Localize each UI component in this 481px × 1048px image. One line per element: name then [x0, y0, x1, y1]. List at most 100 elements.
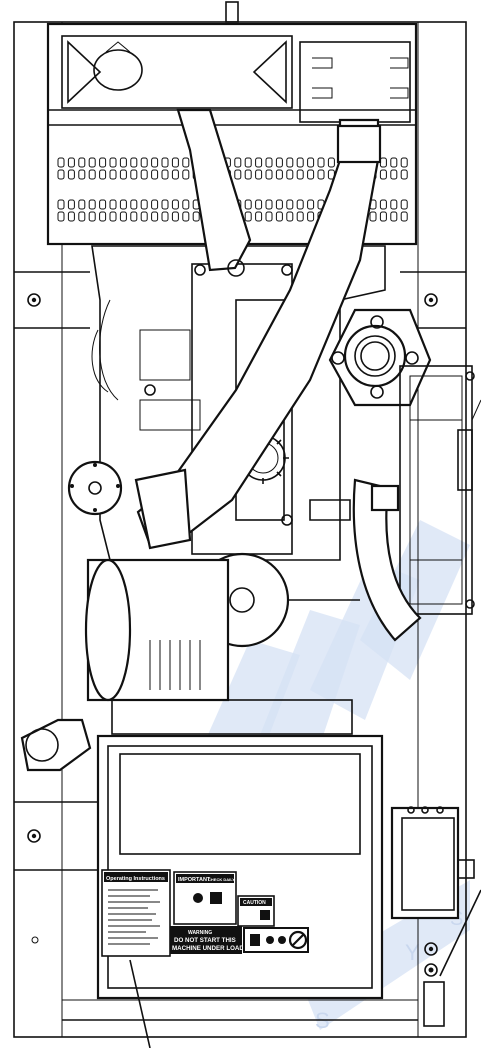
grille-slot: [296, 157, 304, 168]
pictogram-strip: [243, 927, 309, 953]
grille-slot: [78, 199, 86, 210]
grille-slot: [140, 199, 148, 210]
grille-slot: [171, 169, 179, 180]
grille-slot: [130, 211, 138, 222]
grille-slot: [119, 211, 127, 222]
grille-slot: [109, 211, 117, 222]
grille-slot: [234, 157, 242, 168]
grille-slot: [140, 211, 148, 222]
grille-slot: [140, 169, 148, 180]
grille-slot: [57, 211, 65, 222]
important-decal: IMPORTANT CHECK DAILY: [173, 871, 237, 925]
alternator: [84, 558, 353, 735]
grille-slot: [57, 169, 65, 180]
control-box: [390, 806, 475, 920]
grille-slot: [99, 211, 107, 222]
grille-slot: [192, 211, 200, 222]
grille-slot: [255, 211, 263, 222]
grille-slot: [265, 157, 273, 168]
grille-slot: [379, 169, 387, 180]
right-bracket: [399, 365, 481, 615]
warning-decal: WARNING DO NOT START THIS MACHINE UNDER …: [170, 926, 244, 954]
warning-title: WARNING: [188, 930, 212, 936]
grille-slot: [307, 169, 315, 180]
grille-slot: [390, 157, 398, 168]
grille-slot: [67, 211, 75, 222]
grille-slot: [151, 211, 159, 222]
mounting-hole-left-top: [27, 293, 41, 307]
throttle-flange: [328, 308, 432, 407]
grille-slot: [109, 169, 117, 180]
grille-slot: [327, 157, 335, 168]
grille-slot: [296, 169, 304, 180]
grille-slot: [171, 211, 179, 222]
grille-slot: [379, 211, 387, 222]
mounting-hole-right-top: [424, 293, 438, 307]
grille-slot: [307, 157, 315, 168]
serial-plate: [423, 981, 445, 1027]
grille-slot: [57, 199, 65, 210]
grille-slot: [67, 157, 75, 168]
grille-slot: [275, 169, 283, 180]
caution-title: CAUTION: [243, 900, 266, 906]
grille-slot: [275, 199, 283, 210]
grille-slot: [317, 157, 325, 168]
warning-line-2: MACHINE UNDER LOAD: [172, 945, 244, 952]
grille-slot: [119, 199, 127, 210]
grille-slot: [99, 169, 107, 180]
grille-slot: [296, 199, 304, 210]
watermark-letter-2: Y: [405, 940, 420, 965]
grille-slot: [400, 199, 408, 210]
small-hole-left: [31, 936, 39, 944]
grille-slot: [67, 199, 75, 210]
generator-housing: [96, 734, 384, 1000]
grille-slot: [400, 169, 408, 180]
oil-filter: [20, 718, 92, 772]
grille-slot: [265, 199, 273, 210]
grille-slot: [119, 157, 127, 168]
grille-slot: [67, 169, 75, 180]
grille-slot: [161, 169, 169, 180]
grille-slot: [275, 157, 283, 168]
grille-slot: [151, 199, 159, 210]
grille-slot: [255, 157, 263, 168]
operating-instructions-title: Operating Instructions: [106, 876, 165, 882]
mounting-hole-left-bottom: [27, 829, 41, 843]
grille-slot: [88, 157, 96, 168]
grille-slot: [265, 211, 273, 222]
grille-slot: [265, 169, 273, 180]
grille-slot: [390, 211, 398, 222]
grille-slot: [275, 211, 283, 222]
leader-line-plate: [439, 889, 481, 977]
grille-slot: [151, 157, 159, 168]
grille-slot: [182, 157, 190, 168]
grille-slot: [244, 211, 252, 222]
grille-slot: [130, 169, 138, 180]
grille-slot: [88, 211, 96, 222]
grille-slot: [99, 157, 107, 168]
grille-slot: [244, 157, 252, 168]
grille-slot: [390, 199, 398, 210]
grille-slot: [369, 211, 377, 222]
grille-slot: [307, 211, 315, 222]
important-title: IMPORTANT: [178, 877, 211, 883]
grille-slot: [244, 199, 252, 210]
grille-slot: [78, 157, 86, 168]
grille-slot: [255, 199, 263, 210]
grille-slot: [390, 169, 398, 180]
grille-slot: [171, 199, 179, 210]
grille-slot: [109, 157, 117, 168]
top-stub: [225, 1, 239, 23]
grille-slot: [151, 169, 159, 180]
intake-pipe: [134, 108, 382, 550]
grille-slot: [296, 211, 304, 222]
grille-slot: [244, 169, 252, 180]
grille-slot: [78, 169, 86, 180]
grille-slot: [88, 199, 96, 210]
ground-badge: [424, 963, 438, 977]
grille-slot: [400, 211, 408, 222]
grille-slot: [286, 169, 294, 180]
exhaust-elbow: [309, 478, 422, 642]
mounting-hole-right-bottom: [424, 942, 438, 956]
grille-slot: [109, 199, 117, 210]
